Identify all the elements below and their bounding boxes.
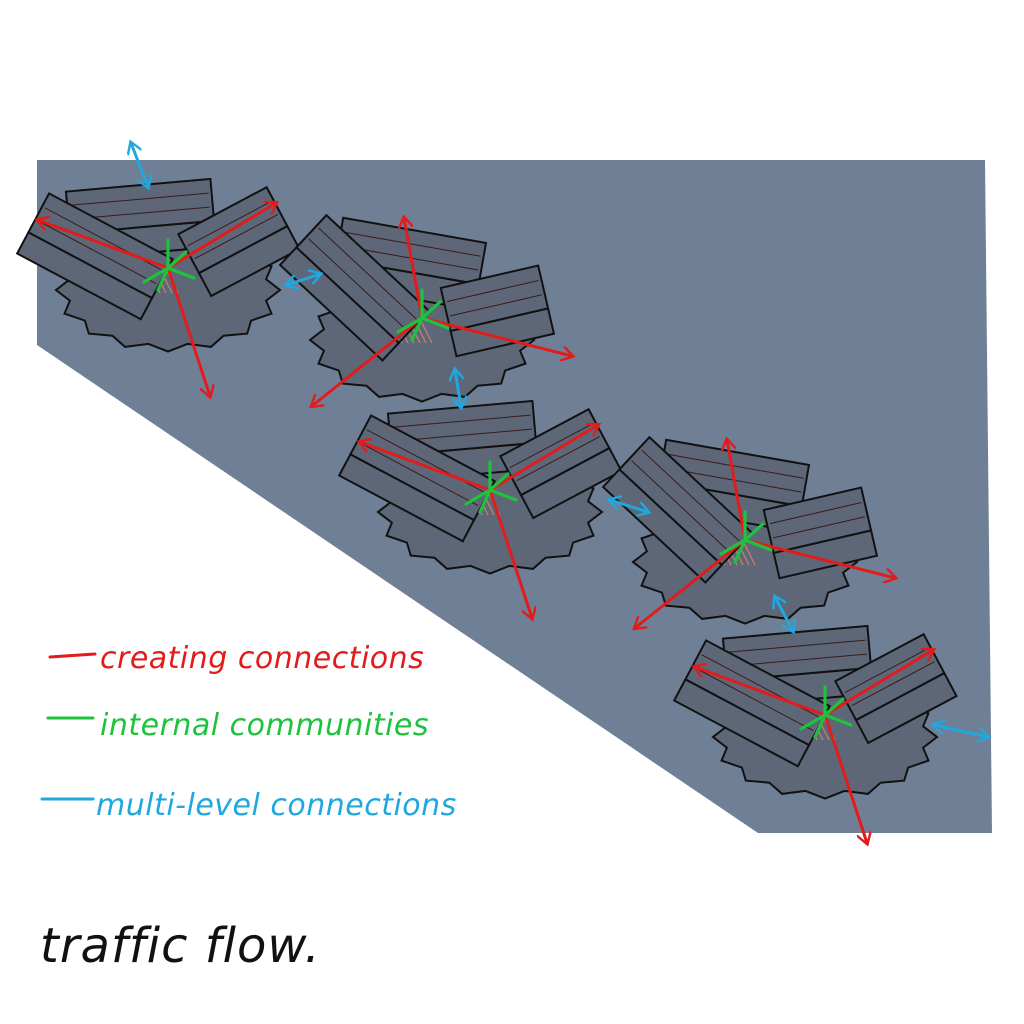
cluster-3: [337, 399, 623, 618]
block-right: [762, 486, 879, 580]
cluster-5: [672, 624, 958, 843]
creating-connection-arrow: [166, 203, 276, 270]
creating-connection-arrow: [166, 266, 210, 396]
multi-level-connection-arrow: [775, 597, 793, 631]
creating-connection-arrow: [743, 538, 895, 578]
multi-level-connection-arrow: [287, 274, 320, 285]
creating-connection-arrow: [404, 218, 424, 320]
multi-level-connection-arrow: [934, 725, 988, 737]
legend-label-creating: creating connections: [100, 641, 424, 676]
legend-item-multilevel: multi-level connections: [40, 788, 457, 823]
diagram-title: traffic flow.: [40, 918, 321, 974]
internal-community-star: [719, 510, 773, 564]
block-right: [439, 264, 556, 358]
multi-level-connection-arrow: [610, 500, 648, 512]
multi-level-connection-arrow: [455, 370, 461, 407]
internal-community-star: [464, 460, 518, 514]
creating-connection-arrow: [488, 488, 532, 618]
cluster-2: [278, 213, 572, 406]
cluster-1: [15, 177, 301, 396]
creating-connection-arrow: [823, 650, 933, 717]
internal-community-star: [799, 685, 853, 739]
internal-community-star: [142, 238, 196, 292]
multi-level-connection-arrow: [131, 143, 148, 187]
creating-connection-arrow: [312, 316, 424, 406]
cluster-4: [601, 435, 895, 628]
creating-connection-arrow: [695, 667, 827, 717]
creating-connection-arrow: [635, 538, 747, 628]
block-right: [833, 632, 958, 745]
internal-community-star: [396, 288, 450, 342]
creating-connection-arrow: [727, 440, 747, 542]
creating-connection-arrow: [38, 220, 170, 270]
red-line-icon: [48, 652, 97, 659]
legend-label-multilevel: multi-level connections: [96, 788, 457, 823]
legend-item-creating: creating connections: [48, 641, 424, 676]
creating-connection-arrow: [488, 425, 598, 492]
legend-label-internal: internal communities: [100, 708, 429, 743]
legend-item-internal: internal communities: [46, 708, 429, 743]
creating-connection-arrow: [360, 442, 492, 492]
block-left: [15, 192, 175, 321]
creating-connection-arrow: [823, 713, 867, 843]
creating-connection-arrow: [420, 316, 572, 356]
legend: creating connections internal communitie…: [40, 641, 457, 823]
